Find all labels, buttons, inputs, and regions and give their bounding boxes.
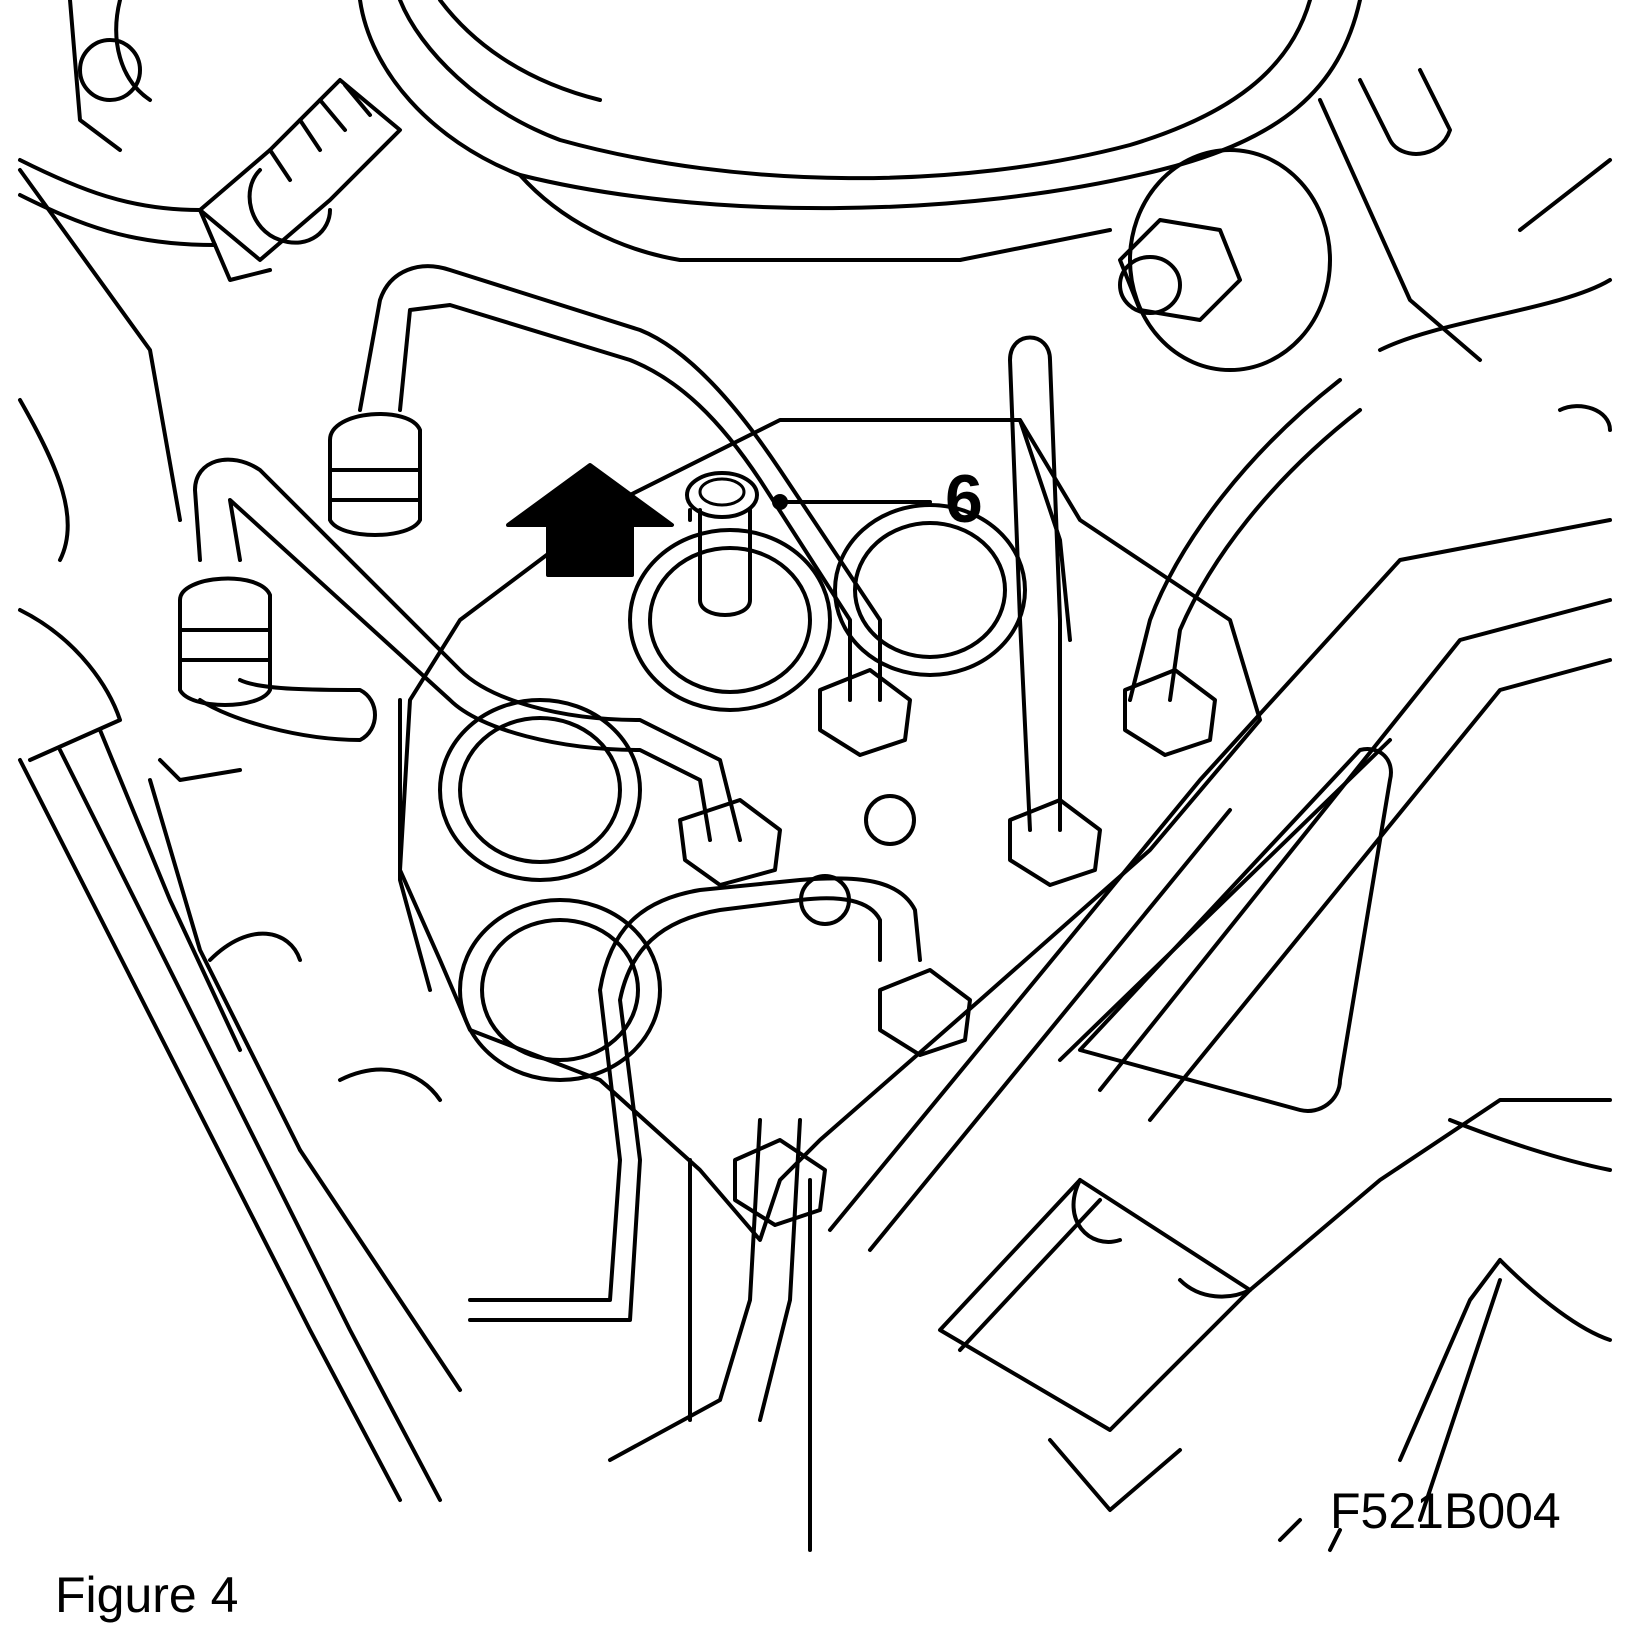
drawing-reference-code: F521B004 bbox=[1330, 1483, 1561, 1539]
left-frame bbox=[18, 168, 462, 1502]
callout-number-6: 6 bbox=[945, 461, 983, 537]
flare-nuts bbox=[178, 412, 1217, 1227]
brake-lines bbox=[158, 264, 1362, 1552]
top-housing bbox=[358, 0, 1362, 262]
mounting-nut bbox=[958, 148, 1332, 372]
valve-ports bbox=[438, 503, 1027, 1082]
direction-arrow-icon bbox=[506, 463, 674, 577]
right-bracket bbox=[828, 68, 1612, 1552]
figure-caption: Figure 4 bbox=[55, 1567, 238, 1623]
electrical-connector bbox=[18, 0, 402, 282]
stud-item-6 bbox=[685, 471, 759, 617]
